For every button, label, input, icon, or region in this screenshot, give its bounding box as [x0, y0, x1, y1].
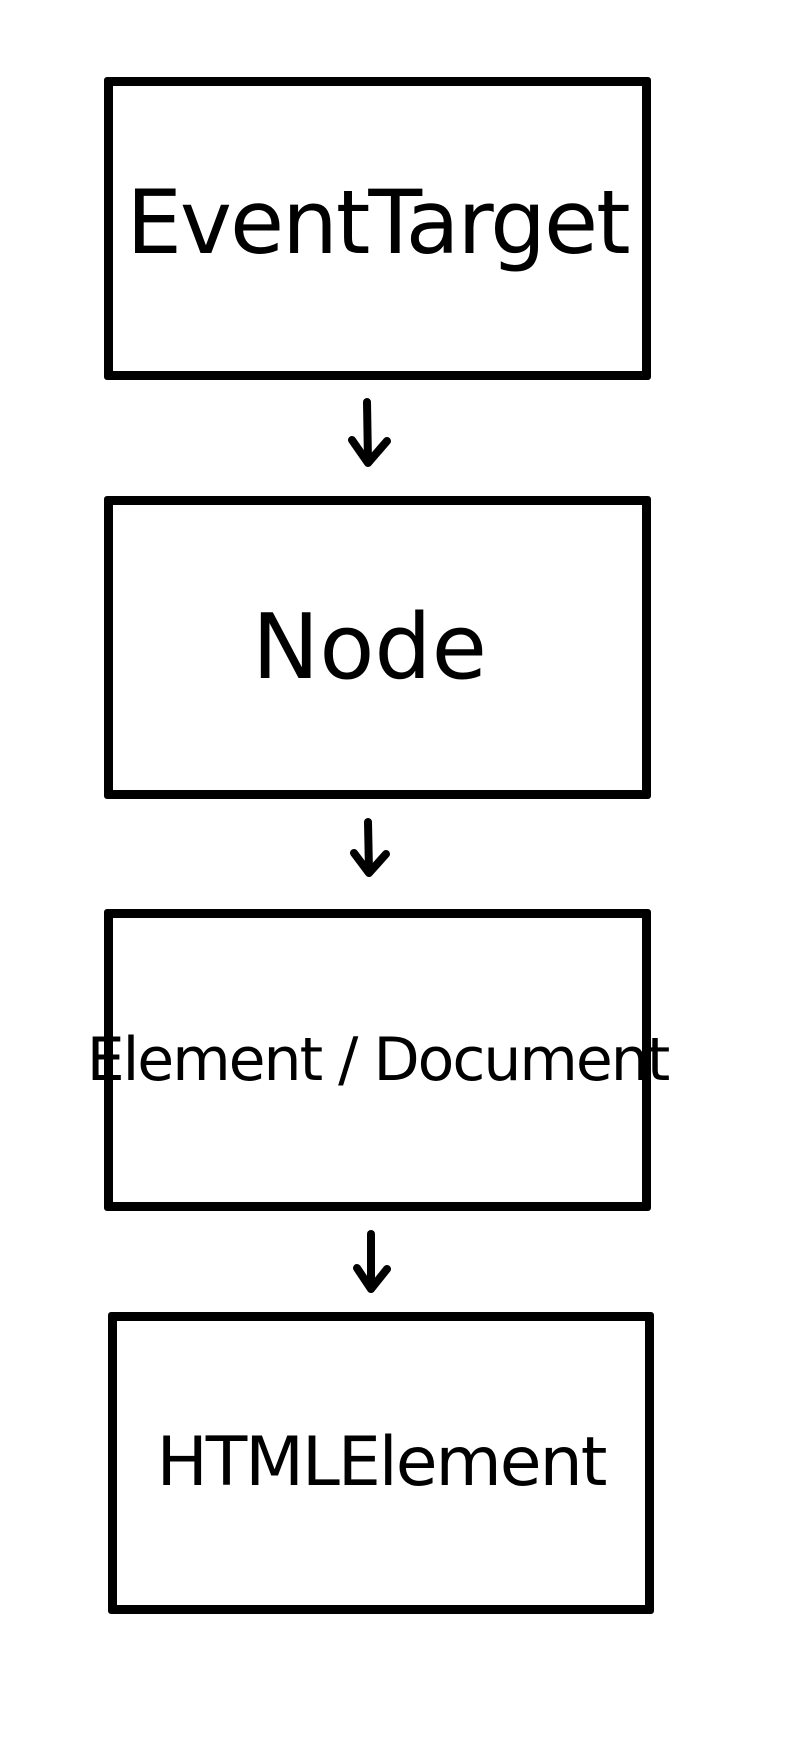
- box-element-document: Element / Document: [87, 909, 670, 1211]
- box-html-element: HTMLElement: [108, 1312, 654, 1614]
- box-event-target: EventTarget: [104, 77, 651, 380]
- arrow-element-document-to-html-element: [353, 1230, 391, 1293]
- arrow-node-to-element-document: [350, 818, 390, 877]
- label-html-element: HTMLElement: [156, 1423, 608, 1502]
- box-node: Node: [104, 496, 651, 799]
- label-element-document: Element / Document: [86, 1025, 671, 1095]
- label-node: Node: [252, 594, 487, 700]
- label-event-target: EventTarget: [126, 170, 630, 274]
- arrow-event-target-to-node: [348, 398, 391, 467]
